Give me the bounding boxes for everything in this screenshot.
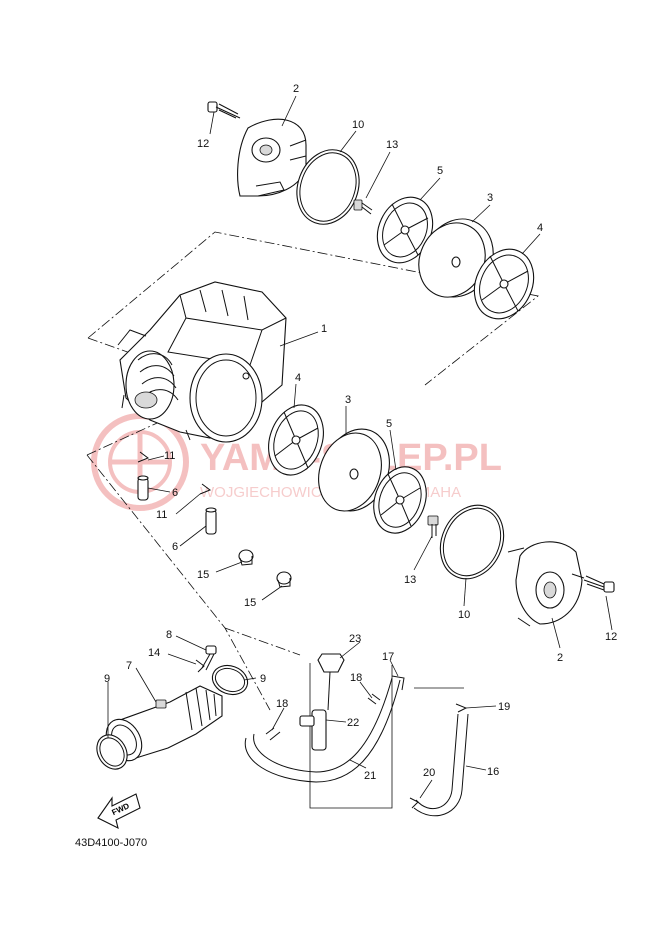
part-4-lower-cage [268, 404, 324, 476]
callout-15-right: 15 [244, 597, 256, 609]
part-9-clamp-left [96, 734, 128, 770]
part-1-filter-case [117, 281, 287, 443]
callout-13-upper: 13 [386, 139, 398, 151]
part-13-upper-bolt [353, 199, 373, 215]
callout-9-left: 9 [104, 673, 110, 685]
part-3-upper-filter [418, 218, 494, 298]
part-17-hose-end [391, 675, 405, 691]
part-12-upper-screw [207, 101, 241, 119]
callout-5-lower: 5 [386, 418, 392, 430]
part-6-11-drain-plug-upper [137, 451, 150, 501]
callout-12-upper: 12 [197, 138, 209, 150]
callout-19: 19 [498, 701, 510, 713]
callout-13-lower: 13 [404, 574, 416, 586]
diagram-code: 43D4100-J070 [75, 837, 147, 849]
callout-16: 16 [487, 766, 499, 778]
callout-3-upper: 3 [487, 192, 493, 204]
part-14-clip [195, 659, 205, 673]
callout-23: 23 [349, 633, 361, 645]
callout-17: 17 [382, 651, 394, 663]
part-4-upper-cage [473, 248, 535, 320]
part-18-clip-right [367, 693, 381, 705]
callout-15-left: 15 [197, 569, 209, 581]
part-23-cap [317, 653, 345, 673]
part-3-lower-filter [318, 428, 390, 512]
callout-6-upper: 6 [172, 487, 178, 499]
part-15-clamp-left [238, 549, 254, 566]
callout-labels: 2 12 10 13 5 3 4 1 4 3 5 11 6 11 6 15 15… [104, 83, 617, 782]
part-18-clip-left [265, 727, 281, 741]
callout-3-lower: 3 [345, 394, 351, 406]
callout-4-lower: 4 [295, 372, 301, 384]
part-12-lower-screw [583, 575, 615, 593]
callout-18-right: 18 [350, 672, 362, 684]
part-2-upper-cover [237, 118, 307, 197]
callout-8: 8 [166, 629, 172, 641]
part-19-clip [455, 703, 468, 713]
assembly-frames [86, 231, 539, 809]
part-21-hose [244, 679, 401, 783]
callout-10-lower: 10 [458, 609, 470, 621]
callout-10-upper: 10 [352, 119, 364, 131]
callout-2-upper: 2 [293, 83, 299, 95]
part-2-lower-cover [507, 541, 585, 627]
callout-9-right: 9 [260, 673, 266, 685]
callout-11-upper: 11 [164, 450, 175, 462]
part-13-lower-bolt [427, 515, 439, 538]
callout-18-left: 18 [276, 698, 288, 710]
callout-14: 14 [148, 647, 160, 659]
callout-22: 22 [347, 717, 359, 729]
part-6-11-drain-plug-lower [199, 483, 217, 535]
part-15-clamp-right [276, 571, 292, 588]
fwd-arrow-icon: FWD [97, 793, 141, 830]
callout-21: 21 [364, 770, 376, 782]
callout-7: 7 [126, 660, 132, 672]
part-16-hose [413, 713, 469, 817]
callout-2-lower: 2 [557, 652, 563, 664]
callout-20: 20 [423, 767, 435, 779]
part-5-lower-cage [373, 466, 427, 534]
part-22-tee [299, 671, 331, 751]
callout-4-upper: 4 [537, 222, 543, 234]
callout-6-lower: 6 [172, 541, 178, 553]
part-20-clip [409, 797, 419, 809]
callout-1: 1 [321, 323, 327, 335]
callout-5-upper: 5 [437, 165, 443, 177]
callout-11-lower: 11 [156, 509, 167, 521]
part-9-clamp-right [211, 664, 249, 696]
part-10-lower-oring [439, 504, 505, 580]
leader-lines [107, 95, 613, 799]
callout-12-lower: 12 [605, 631, 617, 643]
